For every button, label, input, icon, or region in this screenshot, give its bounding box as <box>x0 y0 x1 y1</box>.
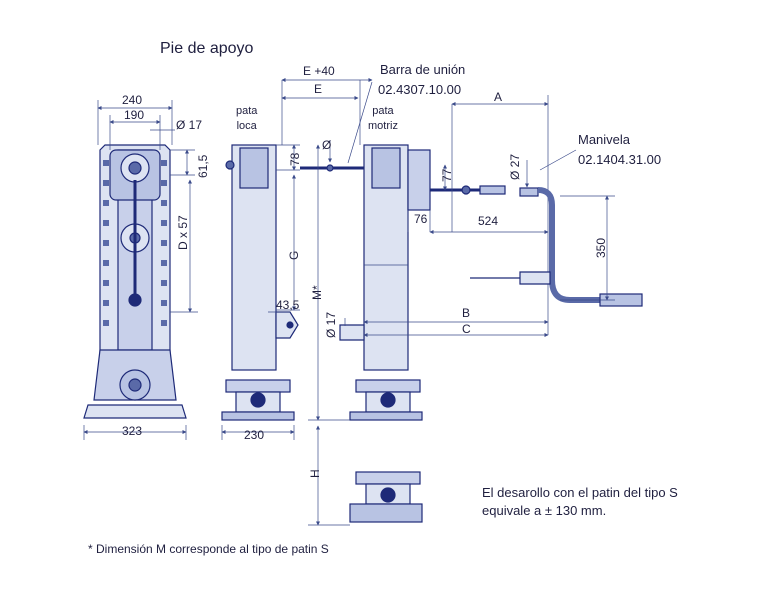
label-manivela: Manivela <box>578 132 631 147</box>
dim-diameter-27: Ø 27 <box>508 153 522 180</box>
side-view-motriz <box>300 144 506 523</box>
note-line-2: equivale a ± 130 mm. <box>482 503 607 518</box>
dim-a: A <box>494 90 503 104</box>
crank-handle <box>470 187 643 307</box>
dim-61-5: 61,5 <box>196 154 210 178</box>
dim-c: C <box>462 322 471 336</box>
label-barra-code: 02.4307.10.00 <box>378 82 462 97</box>
dim-g: G <box>287 250 301 260</box>
drawing-title: Pie de apoyo <box>160 40 254 57</box>
dim-d-x-57: D x 57 <box>176 215 190 250</box>
dim-190: 190 <box>124 108 145 122</box>
dim-b: B <box>462 306 471 320</box>
label-manivela-code: 02.1404.31.00 <box>578 152 662 167</box>
dim-43-5: 43,5 <box>276 298 300 312</box>
dim-350: 350 <box>594 237 608 258</box>
dim-78: 78 <box>288 152 302 166</box>
note: El desarollo con el patin del tipo S equ… <box>482 484 678 520</box>
side-view-loca <box>221 144 299 421</box>
dim-76: 76 <box>414 212 428 226</box>
dim-e: E <box>314 82 323 96</box>
dim-524: 524 <box>478 214 499 228</box>
front-view <box>83 144 187 419</box>
dim-m: M* <box>310 285 324 300</box>
dim-phi: Ø <box>322 138 332 152</box>
footnote: * Dimensión M corresponde al tipo de pat… <box>88 542 329 556</box>
dim-diameter-17-b: Ø 17 <box>324 311 338 338</box>
dim-230: 230 <box>244 428 265 442</box>
dim-e-plus-40: E +40 <box>303 64 335 78</box>
dim-h: H <box>308 469 322 478</box>
label-barra-union: Barra de unión <box>380 62 466 77</box>
note-line-1: El desarollo con el patin del tipo S <box>482 485 678 500</box>
dim-323: 323 <box>122 424 143 438</box>
dim-diameter-17: Ø 17 <box>176 118 203 132</box>
dim-77: 77 <box>440 168 454 182</box>
dim-240: 240 <box>122 93 143 107</box>
